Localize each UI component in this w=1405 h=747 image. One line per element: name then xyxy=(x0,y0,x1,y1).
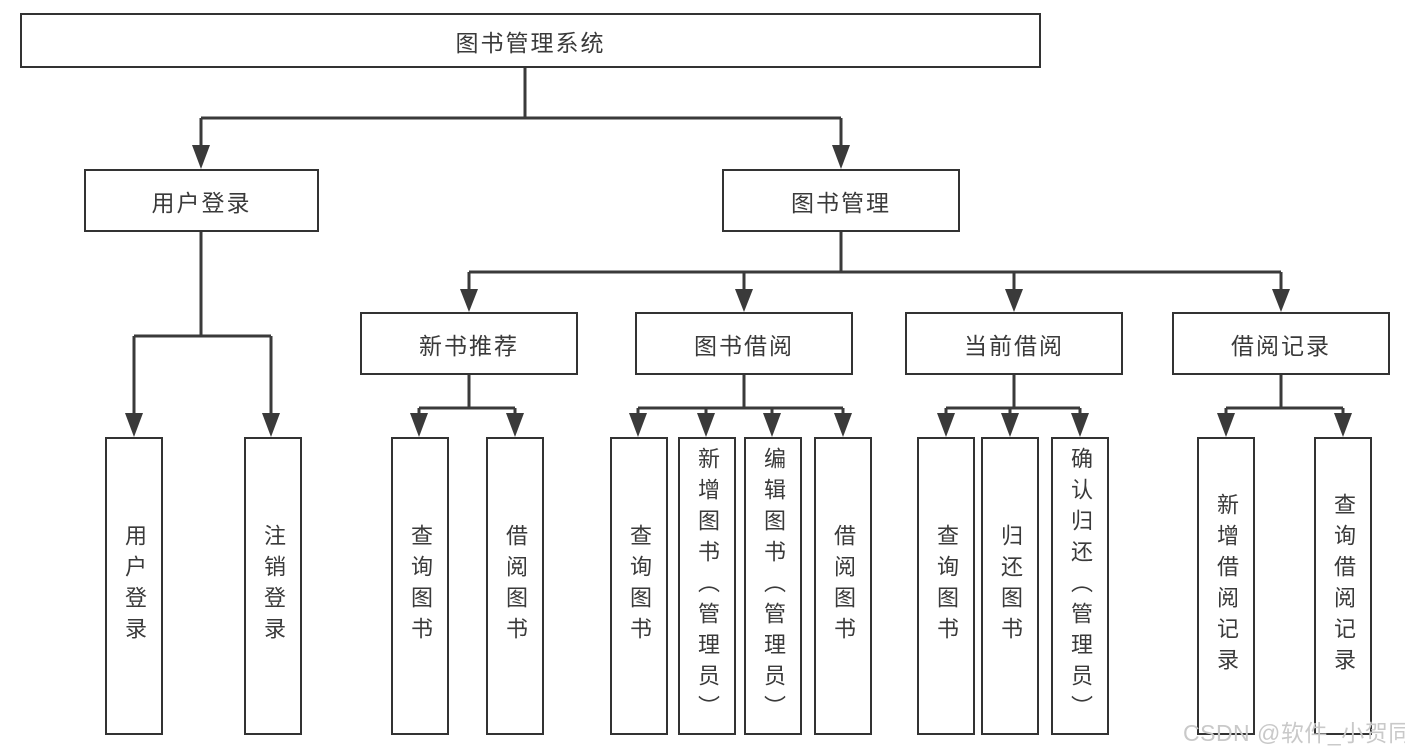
node-book-management: 图书管理 xyxy=(722,169,960,232)
leaf-query-books-recommend-label: 查询图书 xyxy=(408,524,433,648)
leaf-edit-books-admin-label: 编辑图书（管理员） xyxy=(761,446,786,726)
leaf-query-borrow-record-label: 查询借阅记录 xyxy=(1331,493,1356,679)
leaf-add-books-admin: 新增图书（管理员） xyxy=(678,437,736,735)
node-user-login-label: 用户登录 xyxy=(151,189,252,216)
node-current-borrow: 当前借阅 xyxy=(905,312,1123,375)
leaf-user-login-label: 用户登录 xyxy=(122,524,147,648)
node-book-borrow: 图书借阅 xyxy=(635,312,853,375)
leaf-query-books-current-label: 查询图书 xyxy=(934,524,959,648)
leaf-user-login: 用户登录 xyxy=(105,437,163,735)
leaf-query-books-current: 查询图书 xyxy=(917,437,975,735)
node-root: 图书管理系统 xyxy=(20,13,1041,68)
node-borrow-records: 借阅记录 xyxy=(1172,312,1390,375)
leaf-borrow-books-recommend-label: 借阅图书 xyxy=(503,524,528,648)
leaf-borrow-books-borrow: 借阅图书 xyxy=(814,437,872,735)
leaf-query-books-borrow: 查询图书 xyxy=(610,437,668,735)
leaf-edit-books-admin: 编辑图书（管理员） xyxy=(744,437,802,735)
leaf-borrow-books-borrow-label: 借阅图书 xyxy=(831,524,856,648)
leaf-query-books-recommend: 查询图书 xyxy=(391,437,449,735)
node-book-borrow-label: 图书借阅 xyxy=(694,332,794,359)
leaf-return-books: 归还图书 xyxy=(981,437,1039,735)
leaf-add-books-admin-label: 新增图书（管理员） xyxy=(695,446,720,726)
node-current-borrow-label: 当前借阅 xyxy=(964,332,1064,359)
leaf-query-books-borrow-label: 查询图书 xyxy=(627,524,652,648)
leaf-confirm-return-admin-label: 确认归还（管理员） xyxy=(1068,446,1093,726)
leaf-borrow-books-recommend: 借阅图书 xyxy=(486,437,544,735)
node-new-book-recommend: 新书推荐 xyxy=(360,312,578,375)
node-root-label: 图书管理系统 xyxy=(455,29,606,56)
node-new-book-recommend-label: 新书推荐 xyxy=(419,332,519,359)
leaf-add-borrow-record: 新增借阅记录 xyxy=(1197,437,1255,735)
leaf-logout: 注销登录 xyxy=(244,437,302,735)
leaf-add-borrow-record-label: 新增借阅记录 xyxy=(1214,493,1239,679)
leaf-query-borrow-record: 查询借阅记录 xyxy=(1314,437,1372,735)
node-borrow-records-label: 借阅记录 xyxy=(1231,332,1331,359)
node-user-login: 用户登录 xyxy=(84,169,319,232)
leaf-return-books-label: 归还图书 xyxy=(998,524,1023,648)
csdn-watermark: CSDN @软件_小贺同学 xyxy=(1183,720,1405,746)
node-book-management-label: 图书管理 xyxy=(791,189,891,216)
leaf-confirm-return-admin: 确认归还（管理员） xyxy=(1051,437,1109,735)
leaf-logout-label: 注销登录 xyxy=(261,524,286,648)
